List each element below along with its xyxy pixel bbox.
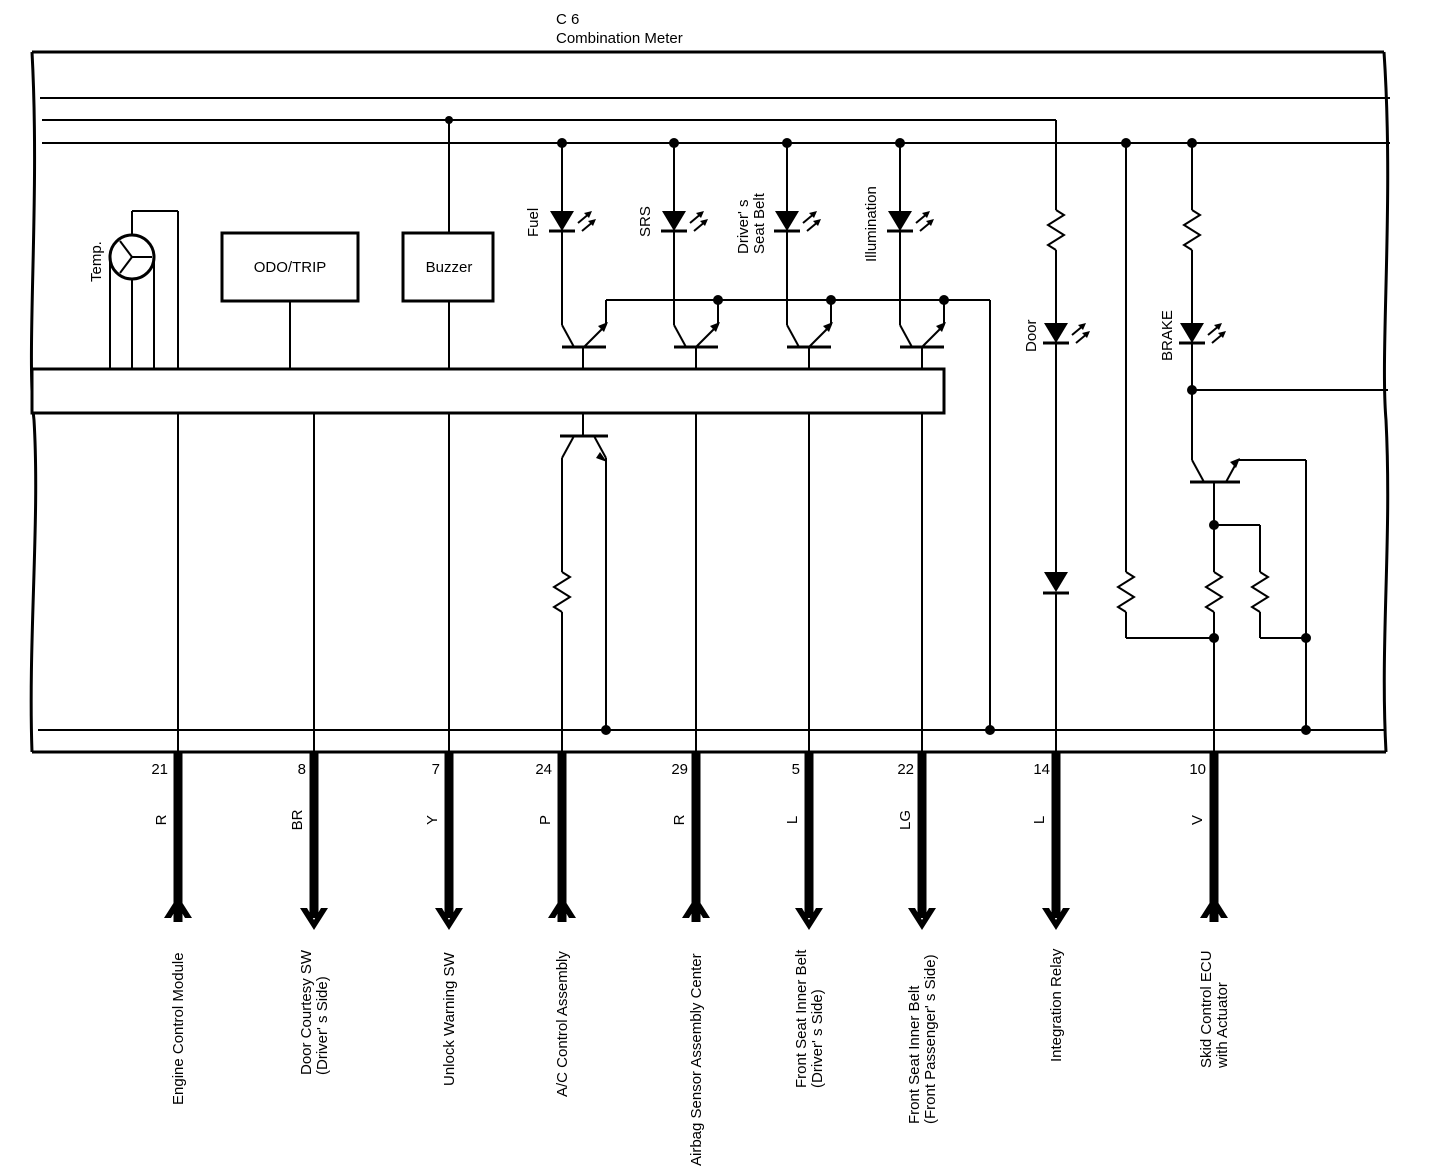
wire-color: Y bbox=[424, 815, 441, 825]
destination-label-sub: (Front Passenger' s Side) bbox=[922, 954, 939, 1124]
brake-channel bbox=[1116, 138, 1388, 752]
destination-label: Front Seat Inner Belt bbox=[793, 949, 810, 1088]
seat-belt-label-1: Driver' s bbox=[735, 199, 752, 254]
destination-label: Airbag Sensor Assembly Center bbox=[688, 953, 705, 1166]
srs-label: SRS bbox=[637, 206, 654, 237]
pin-number: 5 bbox=[792, 761, 800, 778]
pin-number: 14 bbox=[1033, 761, 1050, 778]
door-label: Door bbox=[1023, 319, 1040, 352]
odo-trip-box bbox=[220, 231, 360, 369]
wire-color: L bbox=[1031, 816, 1048, 824]
pin-number: 21 bbox=[151, 761, 168, 778]
odo-trip-label: ODO/TRIP bbox=[254, 259, 327, 276]
pin-number: 24 bbox=[535, 761, 552, 778]
destination-label: Engine Control Module bbox=[170, 952, 187, 1105]
wire-color: P bbox=[537, 815, 554, 825]
destination-label: Front Seat Inner Belt bbox=[906, 985, 923, 1124]
pin-number: 22 bbox=[897, 761, 914, 778]
indicator-lamps bbox=[557, 138, 995, 735]
pin-numbers: 21 8 7 24 29 5 22 14 10 bbox=[151, 761, 1206, 778]
wire-color: R bbox=[153, 814, 170, 825]
destination-label: Door Courtesy SW bbox=[298, 949, 315, 1075]
brake-label: BRAKE bbox=[1159, 310, 1176, 361]
meter-housing bbox=[29, 50, 1390, 754]
temp-label: Temp. bbox=[88, 241, 105, 282]
pin-number: 29 bbox=[671, 761, 688, 778]
internal-bus bbox=[38, 97, 1390, 731]
wire-color: R bbox=[671, 814, 688, 825]
seat-belt-label-2: Seat Belt bbox=[751, 192, 768, 254]
illumination-label: Illumination bbox=[863, 186, 880, 262]
buzzer-box bbox=[401, 116, 495, 369]
pin-number: 10 bbox=[1189, 761, 1206, 778]
wire-colors: R BR Y P R L LG L V bbox=[153, 809, 1206, 830]
destination-labels: Engine Control Module Door Courtesy SW (… bbox=[170, 948, 1231, 1166]
connector-name: Combination Meter bbox=[556, 30, 683, 47]
destination-label-sub: with Actuator bbox=[1214, 982, 1231, 1069]
buzzer-label: Buzzer bbox=[426, 259, 473, 276]
wire-color: V bbox=[1189, 815, 1206, 825]
destination-label: Skid Control ECU bbox=[1198, 950, 1215, 1068]
temp-gauge bbox=[108, 210, 179, 369]
destination-label: Unlock Warning SW bbox=[441, 952, 458, 1086]
pin-number: 8 bbox=[298, 761, 306, 778]
destination-label-sub: (Driver' s Side) bbox=[809, 989, 826, 1088]
ac-channel bbox=[552, 413, 611, 752]
connector-code: C 6 bbox=[556, 11, 579, 28]
door-channel bbox=[1046, 209, 1066, 752]
destination-label: A/C Control Assembly bbox=[554, 951, 571, 1097]
destination-label: Integration Relay bbox=[1048, 948, 1065, 1062]
wire-color: L bbox=[784, 816, 801, 824]
cpu-outputs bbox=[177, 413, 923, 752]
pin-number: 7 bbox=[432, 761, 440, 778]
external-wires bbox=[173, 752, 1219, 922]
fuel-label: Fuel bbox=[525, 208, 542, 237]
door-diode bbox=[1043, 572, 1069, 595]
cpu-block bbox=[30, 367, 946, 415]
wire-color: LG bbox=[897, 810, 914, 830]
wire-color: BR bbox=[289, 809, 306, 830]
destination-label-sub: (Driver' s Side) bbox=[314, 976, 331, 1075]
